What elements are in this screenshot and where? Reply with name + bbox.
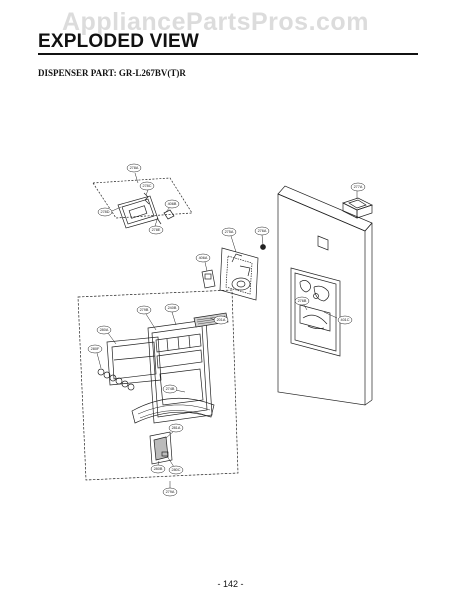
label-280f: 280F [91,347,100,351]
label-280a: 280A [100,328,109,332]
label-276a: 276A [258,229,267,233]
micro-switch [201,269,216,289]
label-201a: 201A [217,318,226,322]
label-bubbles [87,163,366,497]
label-278e: 278E [152,228,161,232]
title-rule [38,53,418,55]
dispenser-frame-group [77,289,239,481]
label-281a: 281A [172,426,181,430]
watermark: AppliancePartsPros.com [62,8,369,36]
label-401c: 401C [340,318,349,322]
page-title: EXPLODED VIEW [38,31,199,52]
label-274b: 274B [166,387,175,391]
label-279a: 279A [166,490,175,494]
label-280c: 280C [171,468,180,472]
part-labels: 278A 278C 278D 406B 278E 275A 276A 406A … [91,166,363,494]
label-278d: 278D [100,210,109,214]
label-279b: 279B [140,308,149,312]
ice-chute-cap [342,197,373,219]
label-276b: 276B [298,299,307,303]
label-277a: 277A [354,185,363,189]
label-240b: 240B [168,306,177,310]
dispenser-part-subtitle: DISPENSER PART: GR-L267BV(T)R [38,68,186,78]
label-278a: 278A [130,166,139,170]
page-number: - 142 - [217,579,244,589]
screw-276a [260,244,266,250]
label-280b: 280B [154,467,163,471]
cover-assembly [92,177,193,229]
refrigerator-door [277,185,373,406]
leader-lines [96,172,358,488]
label-275a: 275A [225,230,234,234]
solenoid-assembly [219,247,259,301]
label-278c: 278C [142,184,151,188]
label-406b: 406B [168,202,177,206]
label-406a: 406A [199,256,208,260]
